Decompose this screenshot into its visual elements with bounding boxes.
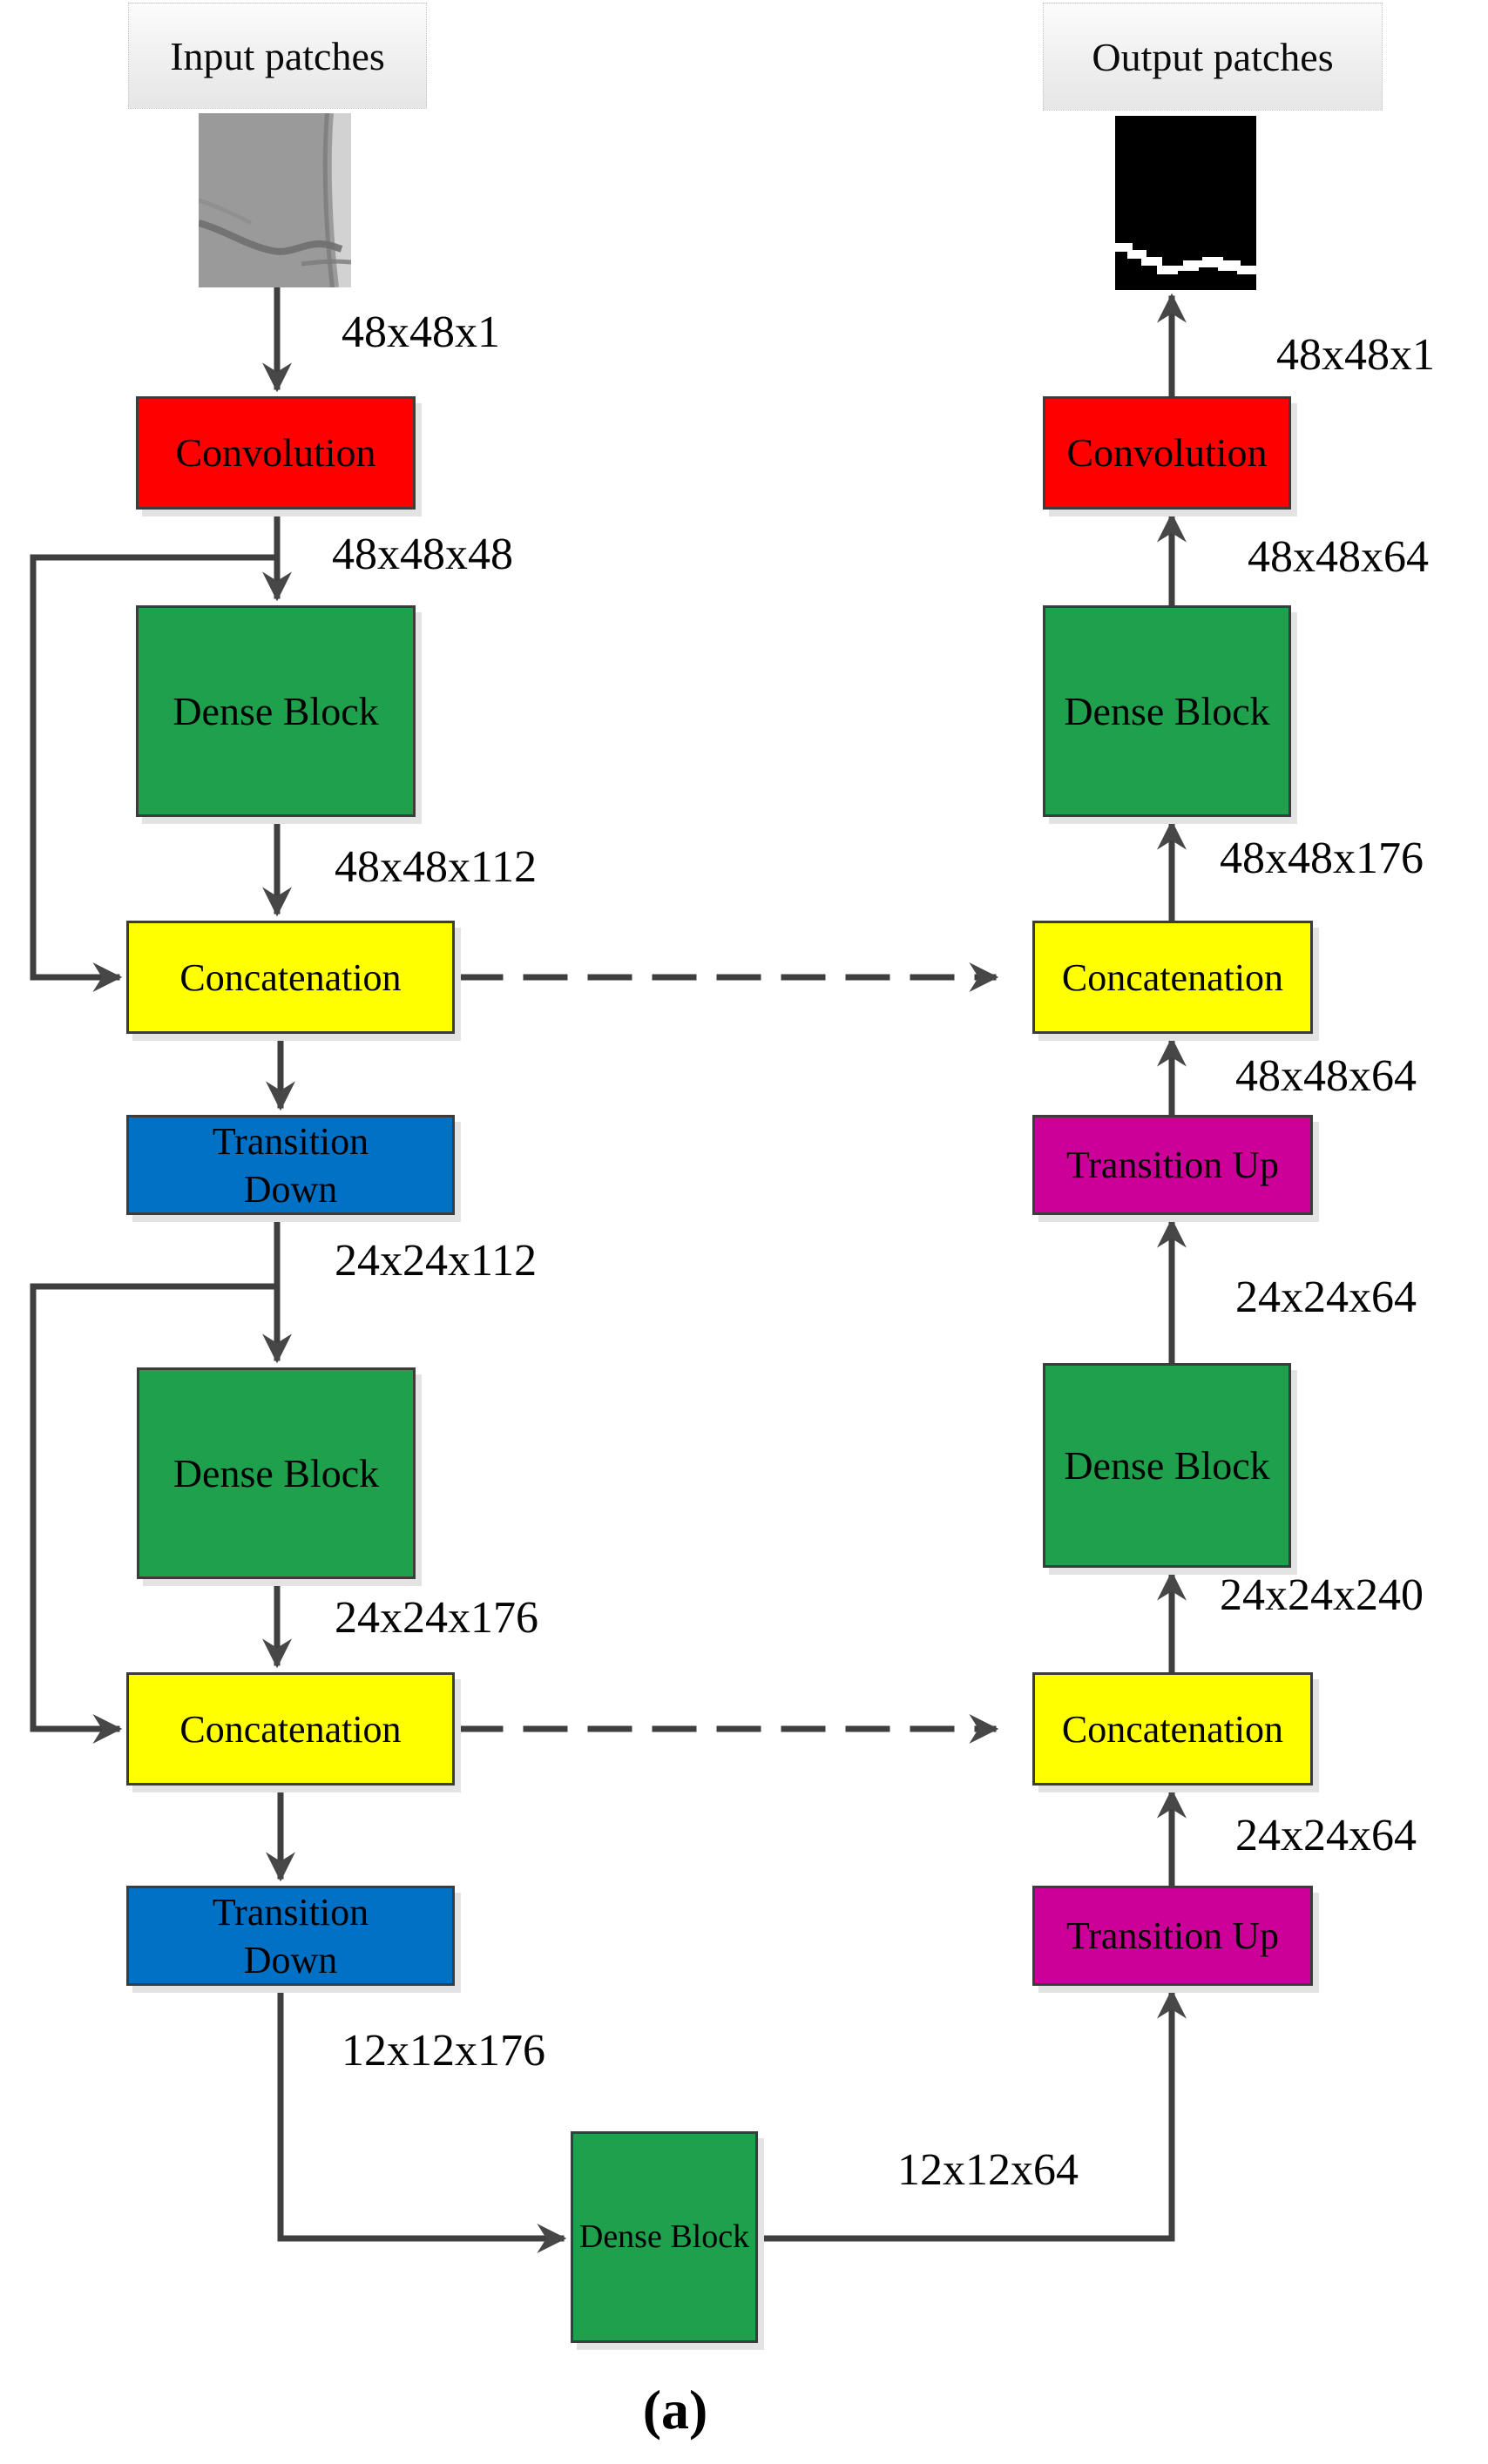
output-patches-label: Output patches bbox=[1043, 3, 1383, 111]
transition-up-2: Transition Up bbox=[1032, 1886, 1313, 1986]
dim-label-input: 48x48x1 bbox=[342, 307, 500, 357]
concatenation-decoder-1: Concatenation bbox=[1032, 921, 1313, 1034]
concatenation-encoder-1: Concatenation bbox=[126, 921, 455, 1034]
dense-block-decoder-2: Dense Block bbox=[1043, 1363, 1291, 1568]
dim-label-tdown2-out: 12x12x176 bbox=[342, 2026, 545, 2076]
dim-label-dense1-out: 48x48x112 bbox=[335, 842, 538, 892]
convolution-block-encoder: Convolution bbox=[136, 396, 416, 510]
dim-label-denser1-out: 48x48x64 bbox=[1248, 532, 1429, 582]
convolution-block-decoder: Convolution bbox=[1043, 396, 1291, 510]
arrow-bottleneck-to-tup2 bbox=[754, 1988, 1187, 2242]
skip-connection-1 bbox=[30, 554, 281, 992]
figure-caption: (a) bbox=[642, 2379, 708, 2440]
concatenation-decoder-2: Concatenation bbox=[1032, 1672, 1313, 1786]
dim-label-concatr1-out: 48x48x176 bbox=[1220, 834, 1424, 883]
dense-block-bottleneck: Dense Block bbox=[571, 2131, 758, 2343]
dense-block-encoder-2: Dense Block bbox=[137, 1367, 416, 1579]
transition-down-1: Transition Down bbox=[126, 1115, 455, 1215]
dense-block-encoder-1: Dense Block bbox=[136, 605, 416, 817]
dim-label-denser2-in: 24x24x64 bbox=[1235, 1273, 1417, 1322]
dim-label-output: 48x48x1 bbox=[1276, 330, 1435, 380]
dim-label-tdown1-out: 24x24x112 bbox=[335, 1236, 538, 1286]
transition-up-1: Transition Up bbox=[1032, 1115, 1313, 1215]
dim-label-tup2-out: 24x24x64 bbox=[1235, 1811, 1417, 1860]
dim-label-bottleneck-out: 12x12x64 bbox=[897, 2145, 1079, 2195]
dim-label-dense2-out: 24x24x176 bbox=[335, 1593, 538, 1643]
arrow-tdown2-to-bottleneck bbox=[277, 1982, 567, 2253]
transition-down-2: Transition Down bbox=[126, 1886, 455, 1986]
concatenation-encoder-2: Concatenation bbox=[126, 1672, 455, 1786]
input-patches-label: Input patches bbox=[128, 3, 427, 109]
dim-label-conv-out: 48x48x48 bbox=[332, 530, 513, 579]
input-patch-image bbox=[197, 112, 352, 288]
dim-label-tup1-out: 48x48x64 bbox=[1235, 1051, 1417, 1101]
dense-block-decoder-1: Dense Block bbox=[1043, 605, 1291, 817]
output-patch-image bbox=[1115, 116, 1256, 290]
skip-connection-2 bbox=[30, 1283, 281, 1744]
dim-label-concatr2-out: 24x24x240 bbox=[1220, 1570, 1424, 1620]
